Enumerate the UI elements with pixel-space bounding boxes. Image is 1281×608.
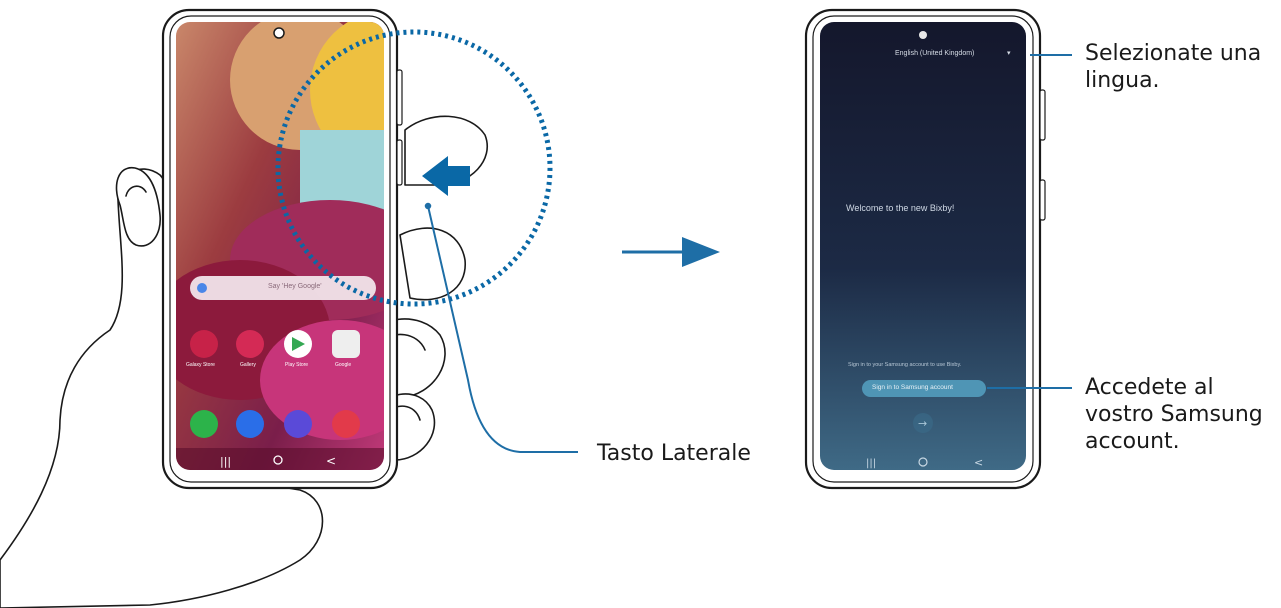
- sign-in-account-line-2: vostro Samsung: [1085, 402, 1263, 427]
- svg-text:|||: |||: [866, 458, 876, 469]
- select-language-label: Selezionate una lingua.: [1085, 40, 1261, 94]
- svg-text:<: <: [326, 454, 336, 468]
- sign-in-account-line-1: Accedete al: [1085, 375, 1214, 400]
- sign-in-account-line-3: account.: [1085, 429, 1180, 454]
- zoom-circle: [275, 29, 553, 307]
- right-phone: → ||| <: [804, 8, 1046, 490]
- select-language-line-2: lingua.: [1085, 68, 1160, 93]
- hand-illustration: [0, 115, 488, 608]
- app-label-play-store: Play Store: [285, 362, 309, 368]
- app-label-gallery: Gallery: [240, 362, 256, 368]
- welcome-text: Welcome to the new Bixby!: [846, 203, 955, 213]
- language-dropdown-icon[interactable]: ▾: [1007, 50, 1011, 57]
- left-phone: ||| <: [161, 8, 403, 490]
- side-key-label: Tasto Laterale: [597, 441, 751, 466]
- side-key-callout-line: [423, 201, 578, 453]
- transition-arrow-icon: [622, 237, 720, 267]
- app-label-google: Google: [335, 362, 352, 368]
- app-label-galaxy-store: Galaxy Store: [186, 362, 215, 368]
- sign-in-button-label[interactable]: Sign in to Samsung account: [872, 384, 953, 391]
- sign-in-prompt: Sign in to your Samsung account to use B…: [848, 362, 962, 368]
- language-selector[interactable]: English (United Kingdom): [895, 50, 975, 57]
- callout-lines-right: [987, 54, 1072, 389]
- select-language-line-1: Selezionate una: [1085, 41, 1262, 66]
- home-search-placeholder[interactable]: Say 'Hey Google': [268, 283, 322, 290]
- sign-in-account-label: Accedete al vostro Samsung account.: [1085, 374, 1263, 455]
- svg-text:→: →: [918, 417, 927, 430]
- svg-text:|||: |||: [220, 455, 231, 468]
- svg-text:<: <: [974, 456, 983, 469]
- press-arrow-icon: [422, 156, 470, 196]
